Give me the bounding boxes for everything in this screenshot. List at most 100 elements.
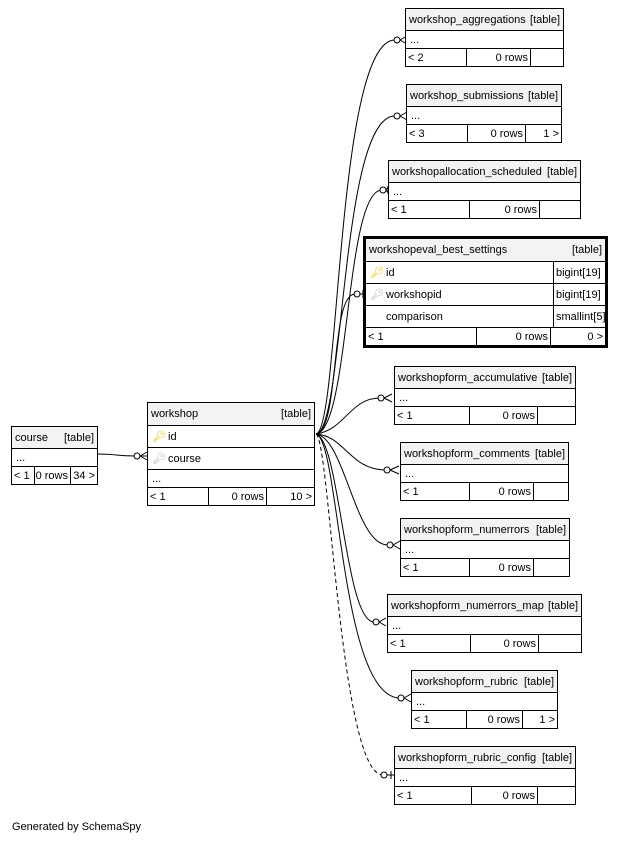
edge-numerrors [315,433,389,546]
column-name: course [168,452,202,465]
table-name[interactable]: workshopform_rubric_config [398,751,537,764]
table-workshop-aggregations[interactable]: workshop_aggregations [table] ... < 2 0 r… [405,8,564,67]
crowfoot-circle [353,290,361,298]
primary-key-icon: 🔑︎ [370,267,384,279]
table-tag: [table] [530,13,560,26]
edge-comments [315,433,387,471]
row-count: 0 rows [466,711,522,728]
table-body: ... [401,464,568,482]
child-count: 10 > [266,488,314,505]
table-body: ... [401,540,569,558]
edge-course-workshop [97,453,136,457]
crowfoot-circle [372,618,380,626]
table-body: ... [412,692,557,710]
child-count [533,559,569,576]
table-workshopallocation-scheduled[interactable]: workshopallocation_scheduled[table] ... … [388,160,581,219]
edge-rubric [315,433,401,699]
parent-count: < 1 [397,409,413,422]
child-count [530,49,563,66]
primary-key-icon: 🔑︎ [152,431,166,443]
table-workshopform-accumulative[interactable]: workshopform_accumulative [table] ... < 1… [394,366,576,425]
column-type: smallint[5] [553,306,606,327]
column-row: ·comparison smallint[5] [366,305,606,327]
parent-count: < 1 [150,490,166,503]
table-body: ... [388,616,581,634]
child-count: 0 > [550,328,605,345]
table-name[interactable]: workshopeval_best_settings [369,244,508,256]
edge-numerrors-map [315,433,375,623]
child-count [538,635,581,652]
column-row: 🔑︎id [148,425,314,447]
crowfoot-circle [379,186,387,194]
table-body: ... [12,448,97,466]
table-name[interactable]: workshopform_numerrors_map [391,599,544,612]
parent-count: < 1 [368,330,384,343]
table-workshop-submissions[interactable]: workshop_submissions[table] ... < 3 0 ro… [406,84,562,143]
edge-allocation [315,189,383,435]
row-count: 0 rows [471,787,537,804]
table-workshopform-comments[interactable]: workshopform_comments[table] ... < 1 0 r… [400,442,569,501]
edge-accumulative [315,397,381,435]
table-workshopform-rubric-config[interactable]: workshopform_rubric_config[table] ... < … [394,746,576,805]
crowfoot-circle [133,452,141,460]
table-tag: [table] [536,523,566,536]
crowfoot-circle [393,112,401,120]
table-workshop[interactable]: workshop[table] 🔑︎id 🔑︎course ... < 1 0 … [147,402,315,506]
table-tag: [table] [572,244,602,256]
table-name[interactable]: workshop_submissions [410,89,524,102]
table-name[interactable]: workshop_aggregations [409,13,526,26]
parent-count: < 1 [414,713,430,726]
edge-rubric-config [315,433,384,776]
table-tag: [table] [548,599,578,612]
table-tag: [table] [524,675,554,688]
table-tag: [table] [547,165,577,178]
no-key-spacer: · [370,311,380,323]
table-body: ... [389,182,580,200]
table-body: ... [395,768,575,786]
row-count: 0 rows [466,49,530,66]
foreign-key-icon: 🔑︎ [152,453,166,465]
table-workshopeval-best-settings[interactable]: workshopeval_best_settings [table] 🔑︎id b… [363,236,608,348]
table-tag: [table] [542,371,572,384]
table-name[interactable]: course [15,431,49,444]
table-body: ... [395,388,575,406]
column-row: 🔑︎course [148,447,314,469]
table-body: ... [148,469,314,487]
table-name[interactable]: workshopallocation_scheduled [392,165,542,178]
crowfoot-circle [393,36,401,44]
table-name[interactable]: workshop [151,408,199,420]
column-name: id [386,266,395,279]
column-type: bigint[19] [553,284,605,305]
table-workshopform-rubric[interactable]: workshopform_rubric [table] ... < 1 0 row… [411,670,558,729]
table-tag: [table] [528,89,558,102]
column-name: workshopid [386,288,442,301]
crowfoot-circle [380,771,388,779]
edge-submissions [315,115,396,435]
child-count [539,201,580,218]
parent-count: < 1 [391,203,407,216]
child-count: 34 > [70,467,97,484]
child-count: 1 > [522,711,557,728]
table-workshopform-numerrors[interactable]: workshopform_numerrors[table] ... < 1 0 … [400,518,570,577]
table-tag: [table] [281,408,311,420]
row-count: 0 rows [470,635,538,652]
child-count: 1 > [525,125,561,142]
table-name[interactable]: workshopform_accumulative [398,371,538,384]
table-name[interactable]: workshopform_comments [404,447,530,460]
parent-count: < 1 [14,469,30,482]
foreign-key-icon: 🔑︎ [370,289,384,301]
row-count: 0 rows [469,559,533,576]
parent-count: < 1 [390,637,406,650]
table-course[interactable]: course[table] ... < 1 0 rows 34 > [11,426,98,485]
table-tag: [table] [535,447,565,460]
row-count: 0 rows [34,467,70,484]
table-workshopform-numerrors-map[interactable]: workshopform_numerrors_map [table] ... < … [387,594,582,653]
table-body: ... [406,30,563,48]
table-tag: [table] [542,751,572,764]
generated-by-label: Generated by SchemaSpy [12,821,142,833]
table-name[interactable]: workshopform_numerrors [404,523,530,536]
table-name[interactable]: workshopform_rubric [415,675,518,688]
parent-count: < 3 [409,127,425,140]
parent-count: < 2 [408,51,424,64]
crowfoot-circle [386,541,394,549]
